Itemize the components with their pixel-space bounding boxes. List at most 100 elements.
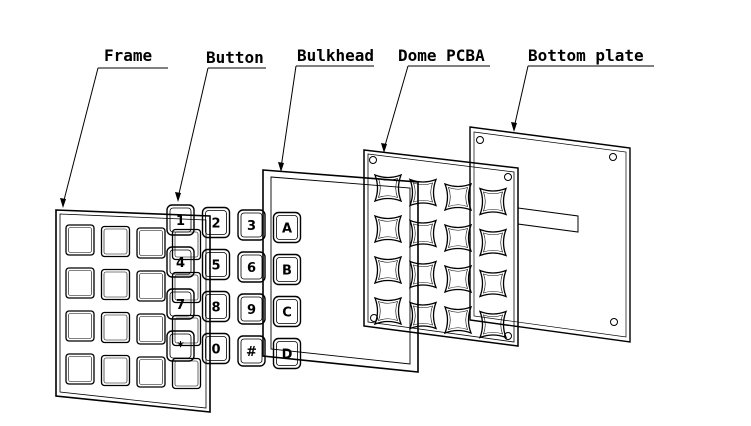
- frame-key-opening: [100, 225, 131, 258]
- bulkhead-leader: [280, 65, 297, 169]
- metal-dome-inner: [377, 218, 399, 240]
- frame-key-opening-inner: [139, 359, 163, 385]
- keypad-button-label: *: [177, 340, 184, 355]
- metal-dome: [443, 182, 473, 212]
- metal-dome: [443, 223, 473, 253]
- frame-leader: [62, 67, 99, 205]
- keypad-button-label: 8: [211, 301, 220, 316]
- metal-dome-inner: [377, 259, 399, 281]
- metal-dome-inner: [447, 186, 469, 208]
- keypad-button-label: 4: [176, 256, 185, 271]
- metal-dome-inner: [412, 264, 434, 285]
- dome-pcba-arrow: [381, 143, 387, 153]
- bottom-plate-leader: [513, 65, 529, 129]
- metal-dome-inner: [447, 268, 469, 290]
- metal-dome: [408, 178, 438, 207]
- frame-key-opening: [136, 227, 166, 259]
- frame-key-opening: [136, 270, 166, 302]
- frame-key-opening-inner: [103, 271, 128, 298]
- bottom-plate-label: Bottom plate: [528, 46, 644, 65]
- dome-pcba-label: Dome PCBA: [398, 46, 485, 65]
- frame-key-opening: [171, 357, 202, 390]
- keypad-button: 7: [166, 288, 195, 320]
- frame-key-opening-inner: [68, 270, 92, 296]
- metal-dome-inner: [447, 227, 469, 249]
- bulkhead-label: Bulkhead: [297, 46, 374, 65]
- frame-key-opening: [171, 271, 202, 304]
- frame-key-opening-inner: [174, 317, 199, 344]
- frame-key-opening: [65, 310, 95, 342]
- pcba-hole: [370, 314, 378, 322]
- frame-key-opening-inner: [103, 357, 128, 384]
- frame-key-opening-inner: [174, 274, 199, 301]
- button-label: Button: [206, 48, 264, 67]
- bottom-plate: [469, 126, 631, 343]
- frame-key-opening-inner: [103, 228, 128, 255]
- metal-dome: [478, 310, 508, 339]
- frame-key-opening-inner: [103, 314, 128, 341]
- keypad-button: D: [272, 337, 302, 370]
- metal-dome-inner: [412, 223, 434, 244]
- ribbon-connector: [517, 207, 579, 233]
- metal-dome: [478, 228, 508, 257]
- keypad-button-label: 7: [176, 298, 185, 313]
- metal-dome: [408, 219, 438, 248]
- frame-key-opening-inner: [174, 360, 199, 387]
- metal-dome: [408, 301, 438, 330]
- pcba-hole: [369, 156, 377, 164]
- keypad-button-label: 9: [247, 303, 256, 318]
- metal-dome: [373, 214, 403, 244]
- keypad-button-label: 6: [247, 261, 256, 276]
- metal-dome-inner: [377, 300, 399, 322]
- metal-dome-inner: [482, 273, 504, 294]
- metal-dome: [478, 187, 508, 216]
- metal-dome: [373, 296, 403, 326]
- keypad-button: 4: [166, 246, 195, 278]
- keypad-button-label: B: [282, 264, 292, 279]
- metal-dome-inner: [447, 309, 469, 331]
- keypad-button: B: [272, 253, 302, 286]
- frame-arrow: [60, 198, 66, 208]
- metal-dome: [373, 255, 403, 285]
- keypad-button: 5: [201, 248, 231, 281]
- keypad-button-label: D: [282, 348, 293, 363]
- frame-key-opening: [65, 267, 95, 299]
- frame-key-opening: [65, 353, 95, 385]
- keypad-button: 0: [201, 332, 231, 365]
- pcba-hole: [504, 332, 512, 340]
- metal-dome-inner: [482, 191, 504, 212]
- pcba-hole: [504, 173, 512, 181]
- frame-key-opening: [136, 356, 166, 388]
- metal-dome: [443, 264, 473, 294]
- bottom-plate-hole: [610, 318, 618, 326]
- dome-pcba-leader: [383, 65, 409, 150]
- keypad-button-label: #: [246, 345, 257, 360]
- keypad-button: 3: [237, 209, 266, 241]
- keypad-button: #: [237, 335, 266, 367]
- frame-key-opening-inner: [174, 231, 199, 258]
- metal-dome-inner: [412, 182, 434, 203]
- metal-dome: [408, 260, 438, 289]
- frame-key-opening: [100, 354, 131, 387]
- frame-key-opening-inner: [139, 316, 163, 342]
- metal-dome-inner: [377, 177, 399, 199]
- keypad-button-label: C: [282, 306, 292, 321]
- frame-key-opening-inner: [68, 313, 92, 339]
- bottom-plate-arrow: [511, 122, 517, 132]
- button-arrow: [175, 192, 181, 202]
- metal-dome-inner: [412, 305, 434, 326]
- metal-dome: [478, 269, 508, 298]
- frame-label: Frame: [104, 46, 152, 65]
- metal-dome: [373, 173, 403, 203]
- keypad-button-label: 0: [211, 343, 220, 358]
- frame-key-opening: [100, 311, 131, 344]
- keypad-button-label: 2: [211, 217, 220, 232]
- frame-key-opening: [65, 224, 95, 256]
- frame-key-opening: [171, 228, 202, 261]
- frame-key-opening-inner: [139, 273, 163, 299]
- keypad-button: A: [272, 211, 302, 244]
- frame-key-opening-inner: [68, 356, 92, 382]
- bulkhead-arrow: [278, 162, 284, 172]
